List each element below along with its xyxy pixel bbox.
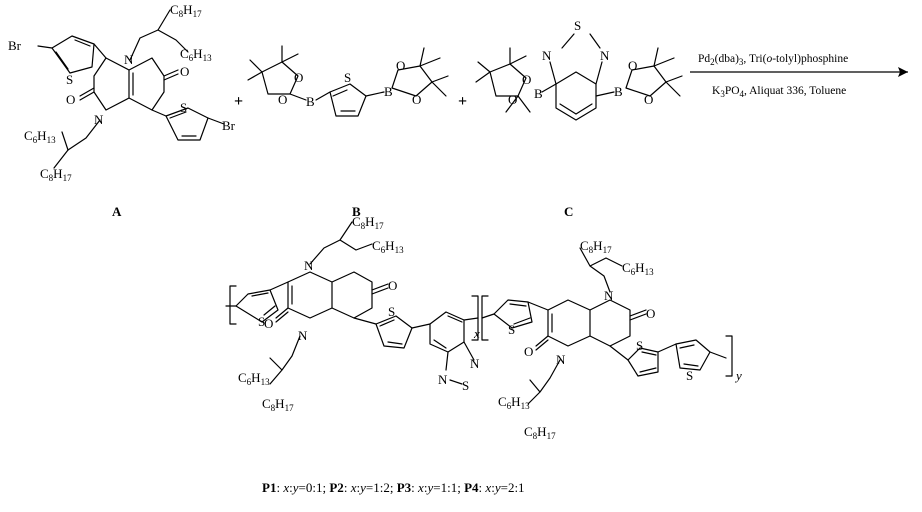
atom-o-b2: O (294, 70, 303, 85)
atom-s-c1: S (574, 18, 581, 33)
conditions-line-1: Pd2(dba)3, Tri(o-tolyl)phosphine (698, 53, 848, 67)
chain-c8h17-a2: C8H17 (40, 166, 72, 183)
atom-o-b4: O (412, 92, 421, 107)
atom-n-p3: N (438, 372, 448, 387)
atom-br-a2: Br (222, 118, 236, 133)
atom-s-a1: S (66, 72, 73, 87)
reactant-a-structure: Br S N O O N S Br C8H17 C6H13 C6H13 C8H1… (8, 2, 236, 183)
atom-o-p2: O (264, 316, 273, 331)
atom-o-a1: O (180, 64, 189, 79)
atom-s-p5: S (636, 338, 643, 353)
atom-o-p1: O (388, 278, 397, 293)
polymer-ratio-caption: P1: x:y=0:1; P2: x:y=1:2; P3: x:y=1:1; P… (262, 480, 525, 495)
atom-n-p5: N (604, 288, 614, 303)
atom-b-b2: B (384, 84, 393, 99)
label-b: B (352, 204, 361, 219)
chain-c6h13-p1: C6H13 (372, 238, 404, 255)
chain-c6h13-p3: C6H13 (622, 260, 654, 277)
label-c: C (564, 204, 573, 219)
plus-sign-1: + (234, 93, 243, 110)
atom-br-a1: Br (8, 38, 22, 53)
atom-s-p6: S (686, 368, 693, 383)
chain-c6h13-p2: C6H13 (238, 370, 270, 387)
atom-s-p1: S (258, 314, 265, 329)
reaction-arrowhead (898, 67, 908, 77)
conditions-line-2: K3PO4, Aliquat 336, Toluene (712, 85, 846, 99)
atom-n-c2: N (600, 48, 610, 63)
atom-o-c3: O (628, 58, 637, 73)
atom-o-p3: O (646, 306, 655, 321)
chain-c8h17-a1: C8H17 (170, 2, 202, 19)
atom-o-p4: O (524, 344, 533, 359)
chain-c6h13-p4: C6H13 (498, 394, 530, 411)
product-polymer-structure: S N O O N S N S N S N O O N S S x y C8H1… (225, 214, 742, 441)
atom-s-b1: S (344, 70, 351, 85)
atom-s-p3: S (462, 378, 469, 393)
atom-o-c2: O (522, 72, 531, 87)
label-a: A (112, 204, 122, 219)
atom-n-c1: N (542, 48, 552, 63)
atom-s-a2: S (180, 100, 187, 115)
chain-c8h17-p3: C8H17 (580, 238, 612, 255)
chain-c8h17-p1: C8H17 (352, 214, 384, 231)
reactant-b-structure: O O B S B O O (247, 45, 449, 117)
repeat-y: y (734, 368, 742, 383)
chain-c8h17-p4: C8H17 (524, 424, 556, 441)
atom-n-p4: N (470, 356, 480, 371)
repeat-x: x (473, 326, 480, 341)
atom-o-b3: O (396, 58, 405, 73)
atom-o-c1: O (508, 92, 517, 107)
atom-n-p1: N (304, 258, 314, 273)
atom-o-a2: O (66, 92, 75, 107)
atom-o-c4: O (644, 92, 653, 107)
reaction-conditions: Pd2(dba)3, Tri(o-tolyl)phosphine K3PO4, … (690, 53, 908, 99)
atom-s-p2: S (388, 304, 395, 319)
atom-b-b1: B (306, 94, 315, 109)
atom-b-c1: B (534, 86, 543, 101)
chain-c6h13-a1: C6H13 (180, 46, 212, 63)
atom-b-c2: B (614, 84, 623, 99)
atom-s-p4: S (508, 322, 515, 337)
atom-o-b1: O (278, 92, 287, 107)
plus-sign-2: + (458, 93, 467, 110)
chain-c8h17-p2: C8H17 (262, 396, 294, 413)
chain-c6h13-a2: C6H13 (24, 128, 56, 145)
atom-n-a2: N (94, 112, 104, 127)
atom-n-a1: N (124, 52, 134, 67)
atom-n-p2: N (298, 328, 308, 343)
atom-n-p6: N (556, 352, 566, 367)
reactant-c-structure: O O B N S N B O O (475, 18, 683, 121)
